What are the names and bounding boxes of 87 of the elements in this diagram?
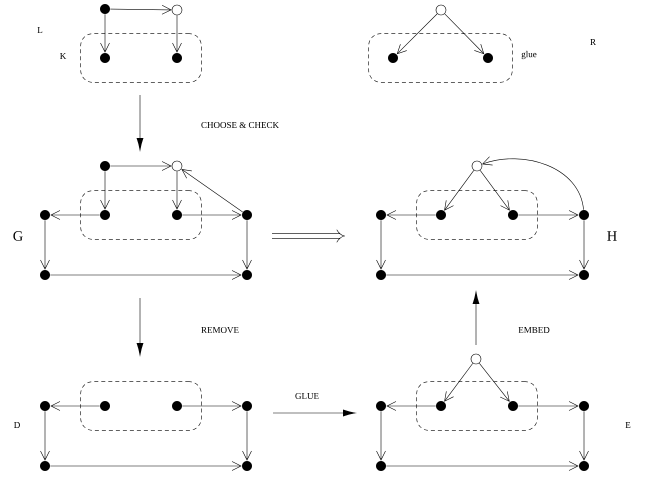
arrow xyxy=(242,220,252,270)
graph-label: GLUE xyxy=(295,392,319,400)
graph-label: REMOVE xyxy=(201,326,239,334)
arrow xyxy=(40,220,50,270)
arrow xyxy=(444,362,474,402)
dashed-box xyxy=(416,190,538,240)
filled-dot xyxy=(40,210,50,220)
curved-arrow xyxy=(482,156,584,210)
filled-dot xyxy=(376,270,386,280)
filled-dot xyxy=(508,401,518,411)
filled-dot xyxy=(508,210,518,220)
arrow xyxy=(110,5,172,15)
arrow xyxy=(40,411,50,461)
arrow xyxy=(110,161,172,171)
arrow xyxy=(518,401,579,411)
filled-dot xyxy=(579,461,589,471)
filled-dot xyxy=(242,210,252,220)
filled-dot xyxy=(40,401,50,411)
dashed-box xyxy=(416,381,538,431)
filled-dot xyxy=(172,401,182,411)
dashed-box xyxy=(80,190,202,240)
graph-label: H xyxy=(607,231,617,241)
arrow xyxy=(386,461,579,471)
graph-label: E xyxy=(626,422,630,428)
arrow xyxy=(480,170,510,211)
arrow xyxy=(182,210,242,220)
arrow xyxy=(579,220,589,270)
arrow xyxy=(386,270,579,280)
arrow xyxy=(50,210,100,220)
filled-dot xyxy=(100,53,110,63)
filled-dot xyxy=(172,53,182,63)
filled-dot xyxy=(483,53,493,63)
filled-dot xyxy=(388,53,398,63)
arrow xyxy=(100,171,110,210)
filled-dot xyxy=(100,161,110,171)
arrow xyxy=(181,169,243,212)
graph-label: glue xyxy=(522,50,536,60)
graph-label: D xyxy=(14,422,20,428)
arrow xyxy=(50,270,242,280)
graph-label: G xyxy=(13,231,23,241)
arrow xyxy=(100,14,110,53)
filled-dot xyxy=(376,461,386,471)
filled-dot xyxy=(100,4,110,14)
filled-dot xyxy=(579,210,589,220)
open-circle xyxy=(436,4,446,16)
dashed-box xyxy=(80,33,202,83)
arrow xyxy=(386,210,436,220)
filled-dot xyxy=(376,210,386,220)
filled-dot xyxy=(436,210,446,220)
filled-dot xyxy=(242,270,252,280)
dashed-box xyxy=(368,33,513,83)
filled-dot xyxy=(376,401,386,411)
open-circle xyxy=(472,160,482,172)
arrow xyxy=(242,411,252,461)
filled-dot xyxy=(579,270,589,280)
filled-dot xyxy=(579,401,589,411)
filled-dot xyxy=(242,461,252,471)
filled-dot xyxy=(40,461,50,471)
filled-dot xyxy=(172,210,182,220)
graph-label: EMBED xyxy=(518,327,550,333)
graph-label: R xyxy=(590,39,596,45)
filled-dot xyxy=(100,401,110,411)
arrow xyxy=(478,362,510,402)
arrow xyxy=(172,171,182,210)
arrow xyxy=(50,401,100,411)
arrow xyxy=(50,461,242,471)
filled-dot xyxy=(100,210,110,220)
arrow xyxy=(444,170,474,211)
arrow xyxy=(518,210,579,220)
dashed-box xyxy=(80,381,202,431)
arrow xyxy=(376,411,386,461)
arrow xyxy=(444,13,484,54)
open-circle xyxy=(470,354,482,364)
arrow xyxy=(172,15,182,53)
arrow xyxy=(579,411,589,461)
arrow xyxy=(396,13,438,54)
graph-label: L xyxy=(38,27,42,33)
graph-label: CHOOSE & CHECK xyxy=(201,122,279,128)
arrow xyxy=(182,401,242,411)
arrow xyxy=(376,220,386,270)
graph-label: K xyxy=(60,53,66,59)
open-circle xyxy=(172,4,182,16)
open-circle xyxy=(172,160,182,172)
filled-dot xyxy=(40,270,50,280)
arrow xyxy=(386,401,436,411)
filled-dot xyxy=(242,401,252,411)
filled-dot xyxy=(436,401,446,411)
